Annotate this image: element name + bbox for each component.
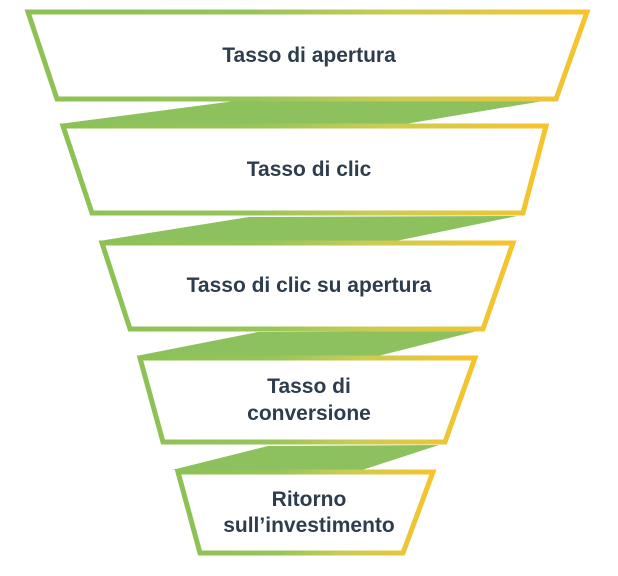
funnel-step-3-shape	[98, 240, 517, 332]
funnel-step-1-shape	[24, 9, 591, 102]
funnel-connector-1	[59, 100, 549, 125]
funnel-step-4-shape	[136, 355, 479, 445]
funnel-step-2-shape	[59, 123, 550, 216]
funnel-connector-3	[136, 331, 477, 357]
funnel-connector-4	[172, 445, 439, 471]
funnel-step-5-shape	[174, 469, 437, 556]
funnel-connector-2	[99, 216, 517, 242]
